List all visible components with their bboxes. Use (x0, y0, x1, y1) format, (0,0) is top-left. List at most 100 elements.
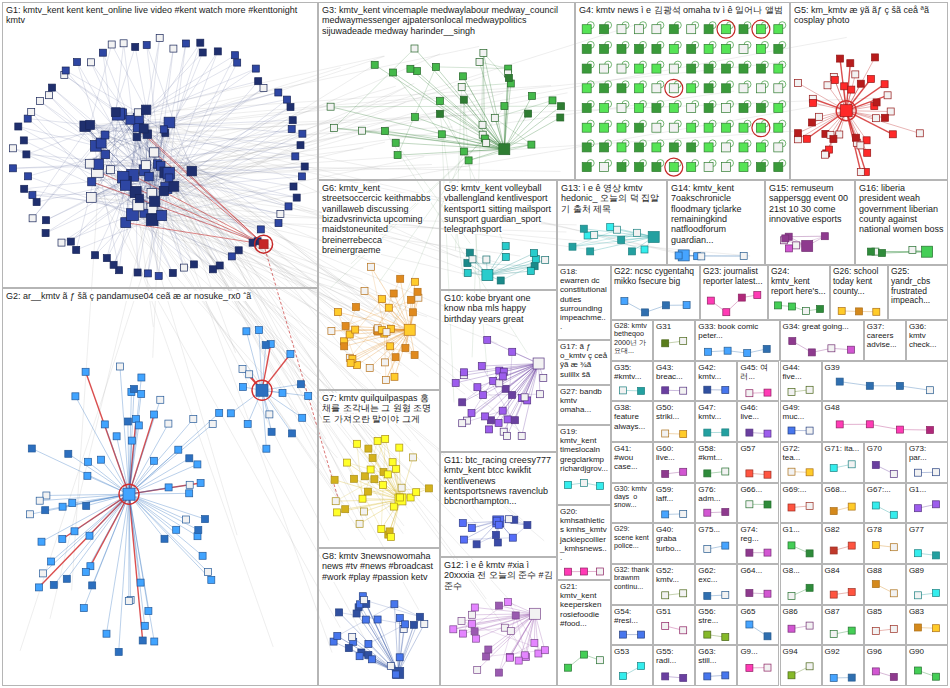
edge-line (136, 75, 488, 192)
vertex-icon (195, 527, 202, 534)
vertex-icon (58, 239, 65, 246)
vertex-icon (506, 654, 513, 661)
vertex-icon (190, 415, 197, 422)
group-box: G82 (822, 523, 864, 564)
vertex-icon (255, 78, 262, 85)
vertex-icon (680, 338, 687, 345)
edge-line (337, 636, 398, 673)
vertex-icon (652, 64, 661, 73)
vertex-icon (86, 193, 96, 203)
vertex-icon (141, 622, 148, 629)
vertex-icon (473, 541, 480, 548)
edge-line (111, 170, 160, 214)
group-label: G52: kmtv... (656, 566, 679, 584)
vertex-icon (460, 148, 467, 155)
vertex-icon (788, 593, 795, 600)
edge-line (375, 65, 505, 149)
edge-line (144, 81, 258, 213)
vertex-icon (774, 104, 783, 113)
vertex-icon (909, 246, 916, 253)
group-label: G2: ar__kmtv ã ƒ šã ç pandamuse04 ceã æ … (6, 291, 251, 301)
vertex-icon (600, 143, 609, 152)
vertex-icon (530, 608, 541, 619)
edge-line (77, 62, 126, 223)
edge-line (144, 129, 692, 257)
vertex-icon (582, 84, 591, 93)
group-box: G28: kmtv betheqoo 2000년 가요대... (611, 320, 653, 361)
vertex-icon (873, 115, 880, 122)
vertex-icon (680, 510, 687, 517)
edge-line (398, 624, 424, 673)
edge-line (364, 600, 398, 673)
vertex-icon (704, 673, 711, 680)
vertex-icon (382, 377, 389, 384)
vertex-icon (509, 534, 516, 541)
group-header: G64... (738, 565, 778, 575)
edge-line (482, 366, 522, 436)
group-header: G6: kmtv_kent streetsoccercic keithmabbs… (319, 181, 439, 255)
vertex-icon (704, 123, 713, 132)
vertex-icon (46, 92, 53, 99)
group-header: G17: ã ƒ o_kmtv ç ceå ÿã æ ¾ã suiillx šã (558, 341, 610, 379)
vertex-icon (397, 275, 404, 282)
vertex-icon (80, 605, 87, 612)
vertex-icon (806, 622, 813, 629)
vertex-icon (785, 245, 792, 252)
group-box: G7: kmtv quilquilpaspas 홍채를 조각내는 그 원형 조명… (318, 390, 440, 548)
vertex-icon (392, 139, 399, 146)
vertex-icon (411, 352, 418, 359)
group-header: G7: kmtv quilquilpaspas 홍채를 조각내는 그 원형 조명… (319, 391, 439, 424)
vertex-icon (289, 430, 296, 437)
vertex-icon (652, 143, 661, 152)
vertex-icon (156, 34, 163, 41)
vertex-icon (199, 552, 206, 559)
vertex-icon (848, 542, 855, 549)
group-header: G37: careers advise... (865, 321, 905, 350)
edge-line (51, 494, 129, 561)
vertex-icon (680, 590, 687, 597)
edge-line (126, 182, 455, 518)
vertex-icon (620, 673, 627, 680)
group-label: G35: #kmtv... (614, 363, 641, 381)
vertex-icon (65, 450, 72, 457)
group-label: G11: btc_racing creesy777 kmtv_kent btcc… (444, 455, 551, 506)
vertex-icon (112, 108, 121, 117)
vertex-icon (680, 387, 687, 394)
edge-line (85, 126, 132, 175)
group-label: G66... (740, 485, 762, 494)
vertex-icon (412, 114, 419, 121)
vertex-icon (828, 345, 835, 352)
edge-line (164, 191, 213, 269)
vertex-icon (413, 489, 420, 496)
vertex-icon (652, 163, 661, 172)
vertex-icons (9, 20, 939, 681)
vertex-icon (617, 143, 626, 152)
vertex-icon (374, 437, 381, 444)
vertex-icon (208, 576, 215, 583)
edge-line (158, 164, 465, 394)
vertex-icon (499, 373, 506, 380)
vertex-icon (24, 115, 31, 122)
vertex-icon (857, 80, 864, 87)
group-label: G75... (698, 525, 720, 534)
vertex-icon (382, 128, 389, 135)
vertex-icon (161, 535, 168, 542)
edge-line (684, 255, 744, 257)
vertex-icon (739, 123, 748, 132)
vertex-icon (99, 49, 106, 56)
vertex-icon (836, 378, 843, 385)
edge-line (335, 480, 401, 500)
vertex-icon (486, 426, 493, 433)
group-box: G29: scene kent police... (611, 523, 653, 564)
vertex-icon (459, 420, 466, 427)
group-header: G67:... (865, 484, 905, 494)
group-label: G45: 여러... (740, 363, 768, 381)
vertex-icon (474, 384, 481, 391)
group-header: G14: kmtv_kent 7oakschronicle floodmary … (668, 181, 764, 245)
vertex-icon (364, 488, 371, 495)
vertex-icon (474, 666, 481, 673)
group-box: G8... (780, 564, 822, 605)
vertex-icon (252, 65, 259, 72)
group-header: G73: par... (907, 443, 947, 462)
